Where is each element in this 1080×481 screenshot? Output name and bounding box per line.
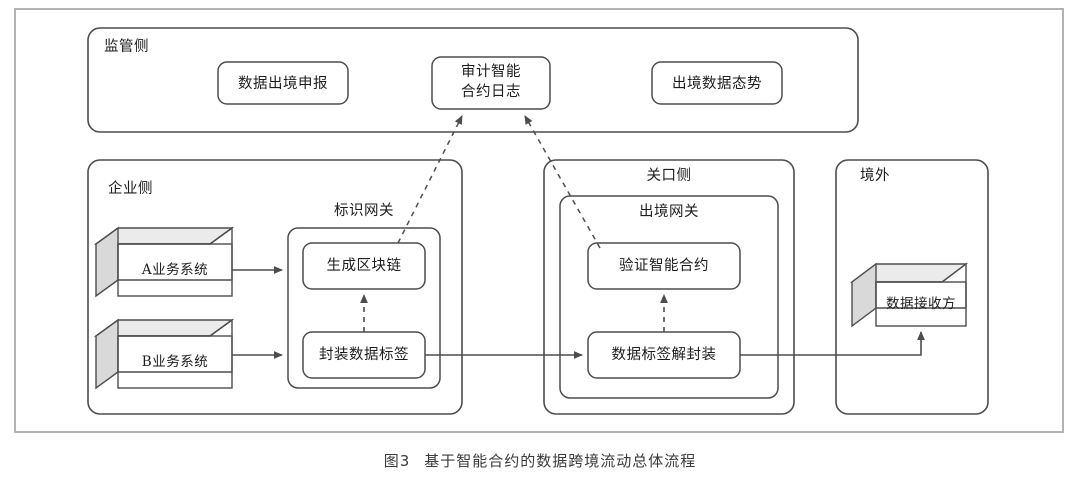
node-label-data-export-declaration: 数据出境申报	[238, 76, 328, 92]
node-label-export-data-status: 出境数据态势	[672, 76, 762, 92]
node-audit-contract-log	[431, 56, 551, 110]
node-export-data-status	[651, 61, 783, 105]
flow-blockchain-to-audit-log	[397, 115, 463, 244]
node-label-verify-smart-contract: 验证智能合约	[619, 258, 709, 274]
cube-system-a	[93, 226, 235, 298]
node-label-encapsulate-data-tag: 封装数据标签	[319, 347, 409, 363]
cube-label-system-b: B业务系统	[141, 354, 209, 370]
node-label-generate-blockchain: 生成区块链	[326, 258, 402, 274]
node-label-audit-contract-log: 审计智能 合约日志	[432, 63, 550, 102]
node-data-export-declaration	[217, 61, 349, 105]
flow-decapsulate-to-receiver	[740, 331, 925, 356]
caption-text: 基于智能合约的数据跨境流动总体流程	[424, 452, 697, 470]
container-label-export-gateway: 出境网关	[639, 204, 699, 220]
zone-label-enterprise: 企业侧	[108, 181, 153, 197]
zone-label-regulator: 监管侧	[104, 39, 149, 55]
cube-system-b	[93, 318, 235, 390]
audit-log-line-1: 审计智能	[461, 64, 521, 80]
audit-log-line-2: 合约日志	[461, 83, 521, 100]
caption-number: 图3	[383, 452, 411, 470]
node-verify-smart-contract	[587, 242, 741, 290]
node-label-decapsulate-data-tag: 数据标签解封装	[611, 347, 717, 363]
zone-label-overseas: 境外	[860, 168, 890, 184]
node-generate-blockchain	[302, 242, 426, 290]
cube-label-data-receiver: 数据接收方	[886, 296, 956, 312]
zone-label-customs: 关口侧	[646, 168, 692, 184]
cube-label-system-a: A业务系统	[141, 262, 209, 278]
container-label-identity-gateway: 标识网关	[334, 203, 394, 219]
figure-caption: 图3 基于智能合约的数据跨境流动总体流程	[0, 450, 1080, 471]
cube-data-receiver	[849, 262, 969, 328]
